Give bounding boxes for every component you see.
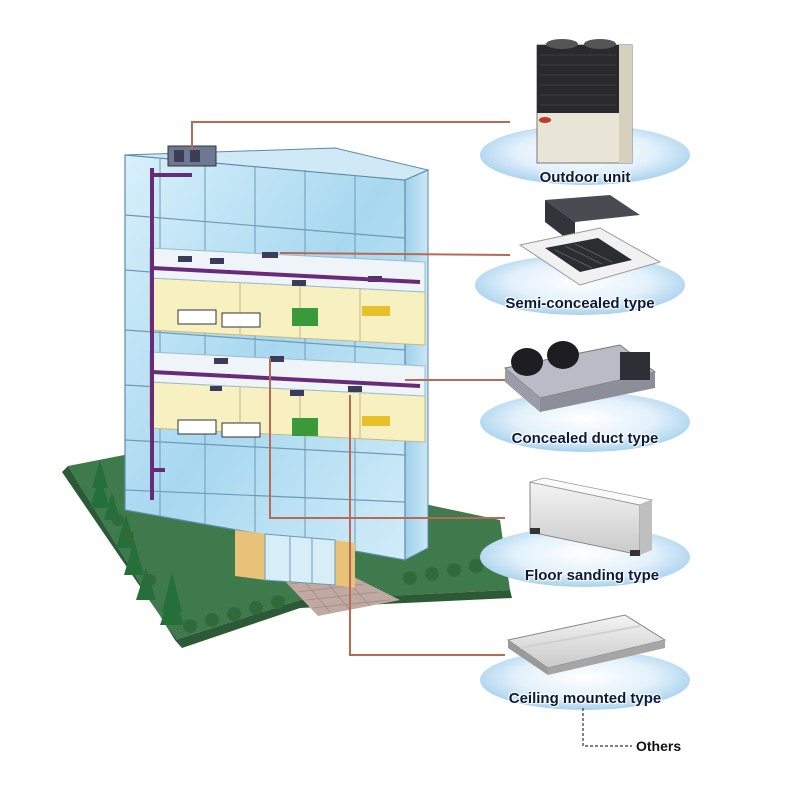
others-connector (582, 708, 632, 747)
ceiling-unit-icon (506, 614, 667, 675)
cassette-unit-icon (518, 195, 662, 286)
duct-unit-icon (503, 341, 657, 412)
label-concealed-duct-type: Concealed duct type (511, 430, 659, 447)
shrubs (112, 514, 483, 633)
connector-lines (191, 121, 511, 656)
refrigerant-pipes (150, 168, 421, 500)
label-outdoor-unit: Outdoor unit (539, 169, 631, 186)
office-furniture (177, 306, 390, 438)
label-semi-concealed-type: Semi-concealed type (505, 295, 655, 312)
outdoor-unit-icon (536, 39, 633, 164)
building (124, 145, 430, 588)
label-ceiling-mounted-type: Ceiling mounted type (508, 690, 662, 707)
label-others: Others (636, 738, 682, 754)
floor-unit-icon (529, 477, 654, 556)
label-floor-sanding-type: Floor sanding type (524, 567, 660, 584)
